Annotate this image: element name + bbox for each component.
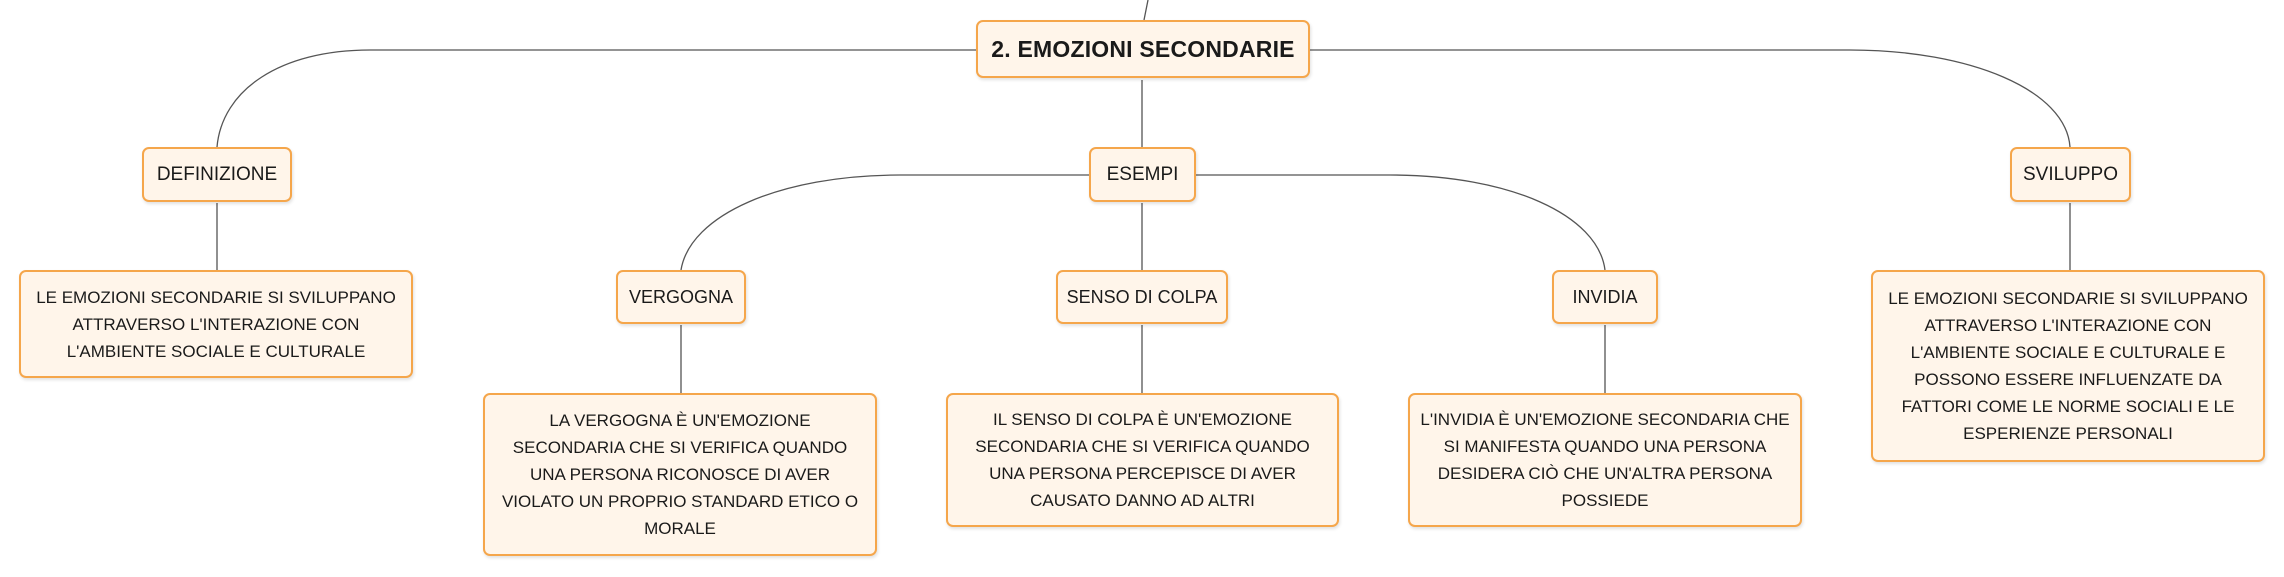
connector-esempi-vergogna — [680, 174, 1090, 271]
root-title: 2. EMOZIONI SECONDARIE — [991, 35, 1295, 62]
invidia-description-text: L'INVIDIA È UN'EMOZIONE SECONDARIA CHE S… — [1420, 410, 1790, 510]
topic-esempi-label: ESEMPI — [1106, 163, 1179, 185]
vergogna-description[interactable]: LA VERGOGNA È UN'EMOZIONE SECONDARIA CHE… — [483, 393, 877, 556]
root-node[interactable]: 2. EMOZIONI SECONDARIE — [976, 20, 1310, 78]
connector-root-sviluppo — [1310, 49, 2071, 148]
sviluppo-description-text: LE EMOZIONI SECONDARIE SI SVILUPPANO ATT… — [1888, 289, 2248, 443]
senso-di-colpa-description[interactable]: IL SENSO DI COLPA È UN'EMOZIONE SECONDAR… — [946, 393, 1339, 527]
invidia-description[interactable]: L'INVIDIA È UN'EMOZIONE SECONDARIA CHE S… — [1408, 393, 1802, 527]
topic-esempi[interactable]: ESEMPI — [1089, 147, 1196, 202]
topic-definizione-label: DEFINIZIONE — [156, 163, 278, 185]
topic-definizione[interactable]: DEFINIZIONE — [142, 147, 292, 202]
definizione-description-text: LE EMOZIONI SECONDARIE SI SVILUPPANO ATT… — [36, 287, 396, 361]
subtopic-invidia-label: INVIDIA — [1572, 286, 1638, 307]
subtopic-senso-di-colpa[interactable]: SENSO DI COLPA — [1056, 270, 1228, 324]
topic-sviluppo[interactable]: SVILUPPO — [2010, 147, 2131, 202]
subtopic-invidia[interactable]: INVIDIA — [1552, 270, 1658, 324]
connector-root-parent — [1143, 0, 1149, 21]
sviluppo-description[interactable]: LE EMOZIONI SECONDARIE SI SVILUPPANO ATT… — [1871, 270, 2265, 462]
subtopic-senso-di-colpa-label: SENSO DI COLPA — [1066, 286, 1218, 307]
connector-esempi-invidia — [1196, 174, 1606, 271]
topic-sviluppo-label: SVILUPPO — [2022, 163, 2119, 185]
subtopic-vergogna[interactable]: VERGOGNA — [616, 270, 746, 324]
vergogna-description-text: LA VERGOGNA È UN'EMOZIONE SECONDARIA CHE… — [501, 411, 859, 538]
senso-di-colpa-description-text: IL SENSO DI COLPA È UN'EMOZIONE SECONDAR… — [975, 410, 1310, 510]
subtopic-vergogna-label: VERGOGNA — [628, 286, 734, 307]
connector-root-definizione — [216, 49, 978, 148]
definizione-description[interactable]: LE EMOZIONI SECONDARIE SI SVILUPPANO ATT… — [19, 270, 413, 378]
